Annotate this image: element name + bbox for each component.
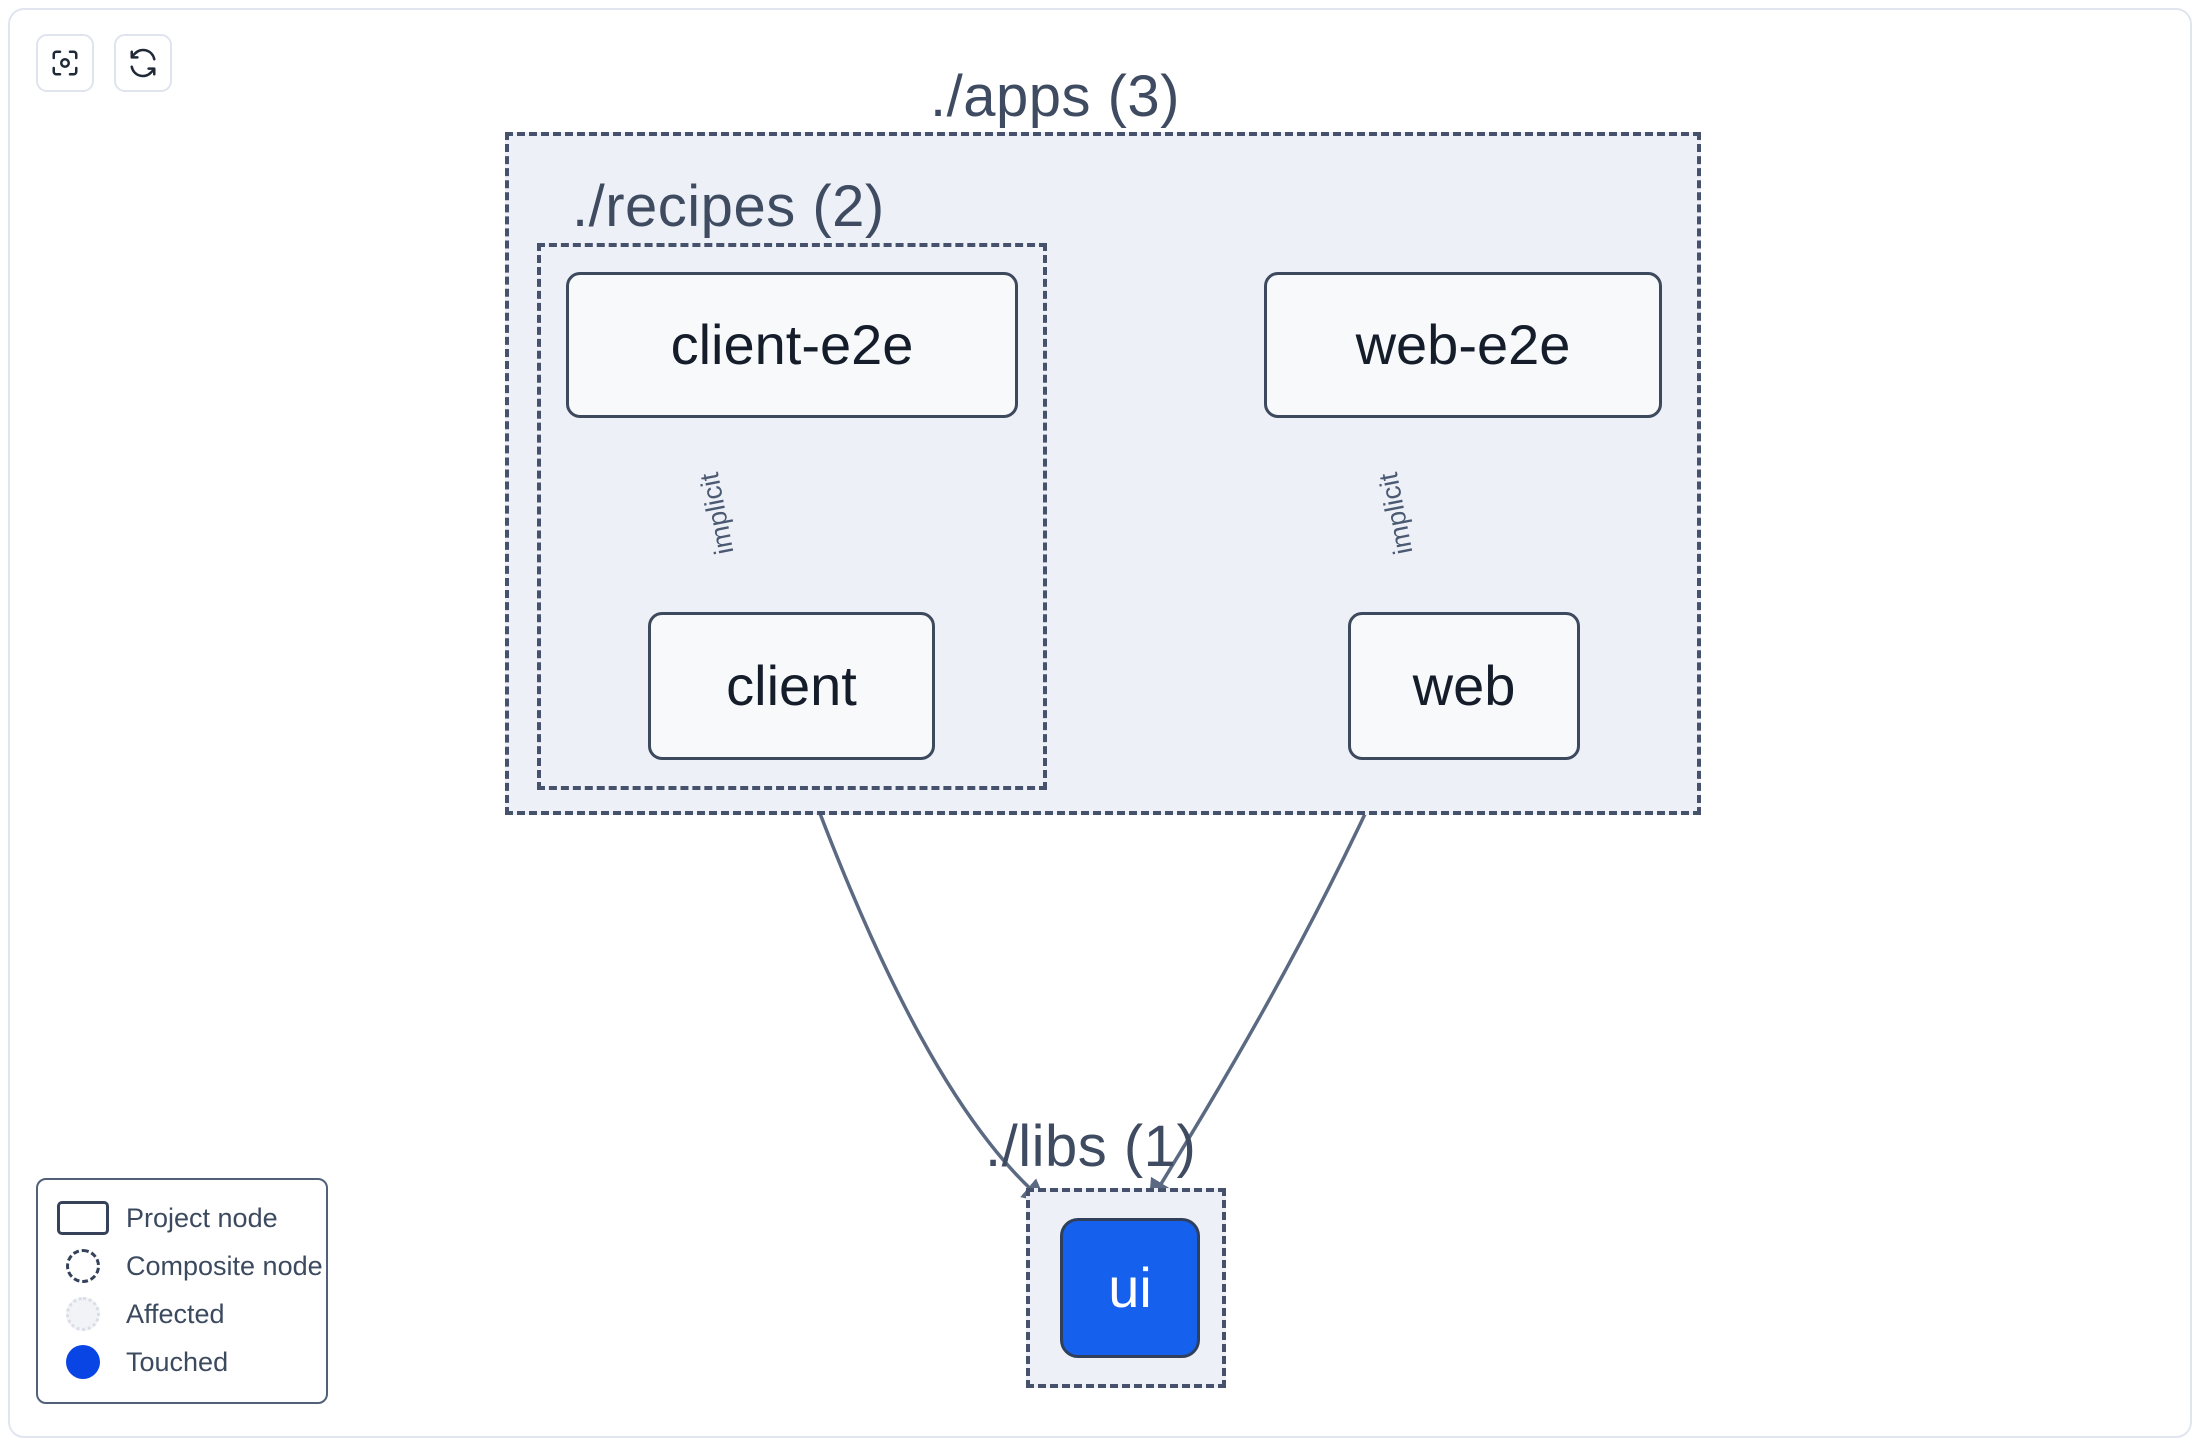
legend-item-project-node: Project node	[56, 1194, 308, 1242]
group-label-recipes: ./recipes (2)	[572, 174, 885, 239]
node-label: ui	[1108, 1256, 1152, 1319]
graph-legend: Project node Composite node Affected Tou…	[36, 1178, 328, 1404]
project-node-web-e2e[interactable]: web-e2e	[1264, 272, 1662, 418]
node-label: web	[1412, 654, 1516, 717]
edge-client-to-ui	[798, 759, 1047, 1204]
legend-item-touched: Touched	[56, 1338, 308, 1386]
focus-target-icon	[50, 48, 80, 78]
legend-label: Project node	[126, 1202, 278, 1233]
project-node-ui[interactable]: ui	[1060, 1218, 1200, 1358]
project-node-client-e2e[interactable]: client-e2e	[566, 272, 1018, 418]
affected-swatch	[56, 1297, 110, 1331]
touched-swatch	[56, 1345, 110, 1379]
legend-label: Affected	[126, 1298, 225, 1329]
legend-label: Touched	[126, 1346, 229, 1377]
refresh-graph-button[interactable]	[114, 34, 172, 92]
group-label-libs: ./libs (1)	[985, 1114, 1197, 1179]
project-node-web[interactable]: web	[1348, 612, 1580, 760]
graph-toolbar	[36, 34, 172, 92]
project-node-swatch	[56, 1201, 110, 1235]
legend-item-composite-node: Composite node	[56, 1242, 323, 1290]
node-label: client	[726, 654, 857, 717]
legend-item-affected: Affected	[56, 1290, 308, 1338]
group-label-apps: ./apps (3)	[930, 64, 1180, 129]
refresh-icon	[128, 48, 158, 78]
node-label: web-e2e	[1355, 313, 1571, 376]
focus-graph-button[interactable]	[36, 34, 94, 92]
project-node-client[interactable]: client	[648, 612, 935, 760]
legend-label: Composite node	[126, 1250, 323, 1281]
node-label: client-e2e	[670, 313, 914, 376]
edge-web-to-ui	[1148, 759, 1392, 1205]
composite-node-swatch	[56, 1249, 110, 1283]
